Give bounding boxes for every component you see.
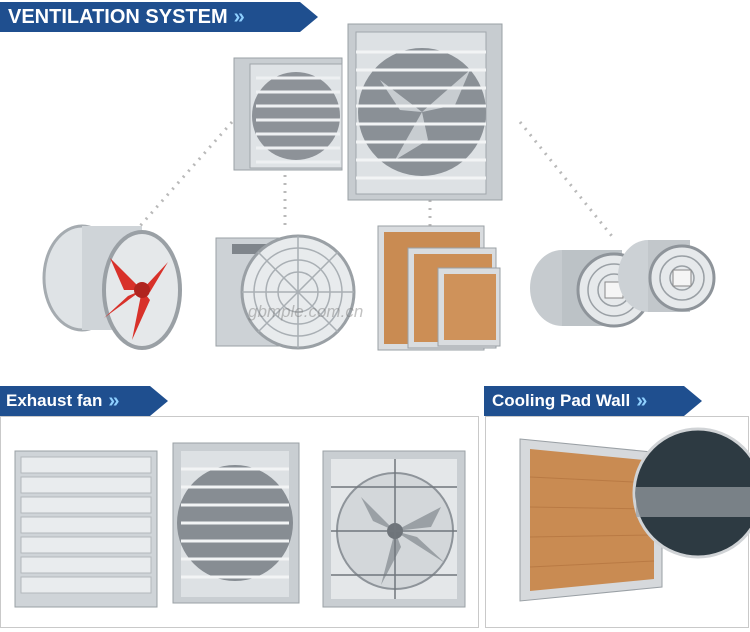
box-exhaust-fan-icon xyxy=(172,442,300,604)
cooling-pad-wall-panel xyxy=(485,416,750,628)
cooling-pad-frame-icon xyxy=(519,438,663,602)
ventilation-overview-illustration xyxy=(42,23,716,351)
circulation-fan-icon xyxy=(530,240,716,328)
exhaust-fan-panel xyxy=(0,416,479,628)
double-chevron-icon: » xyxy=(636,389,647,412)
exhaust-fan-banner: Exhaust fan » xyxy=(0,386,168,416)
axial-fan-icon xyxy=(42,224,182,350)
large-box-exhaust-fan-icon xyxy=(347,23,503,201)
open-grille-exhaust-fan-icon xyxy=(322,450,466,608)
ventilation-system-banner: VENTILATION SYSTEM » xyxy=(0,2,318,32)
exhaust-fan-title: Exhaust fan xyxy=(6,391,103,410)
louver-shutter-icon xyxy=(14,450,158,608)
cooling-pad-wall-banner: Cooling Pad Wall » xyxy=(484,386,702,416)
exhaust-fan-products xyxy=(14,442,466,608)
watermark-text: gbmple.com.cn xyxy=(248,302,364,321)
double-chevron-icon: » xyxy=(108,389,119,412)
ventilation-system-title: VENTILATION SYSTEM xyxy=(8,5,228,28)
cone-fan-icon xyxy=(215,234,356,350)
cooling-pad-wall-product xyxy=(519,427,750,602)
cooling-pad-icon xyxy=(377,225,501,351)
box-exhaust-fan-icon xyxy=(233,57,343,171)
cooling-pad-wall-title: Cooling Pad Wall xyxy=(492,391,631,410)
cooling-pad-closeup-icon xyxy=(632,427,750,559)
dotted-connector-lines xyxy=(138,121,617,241)
double-chevron-icon: » xyxy=(233,5,245,28)
